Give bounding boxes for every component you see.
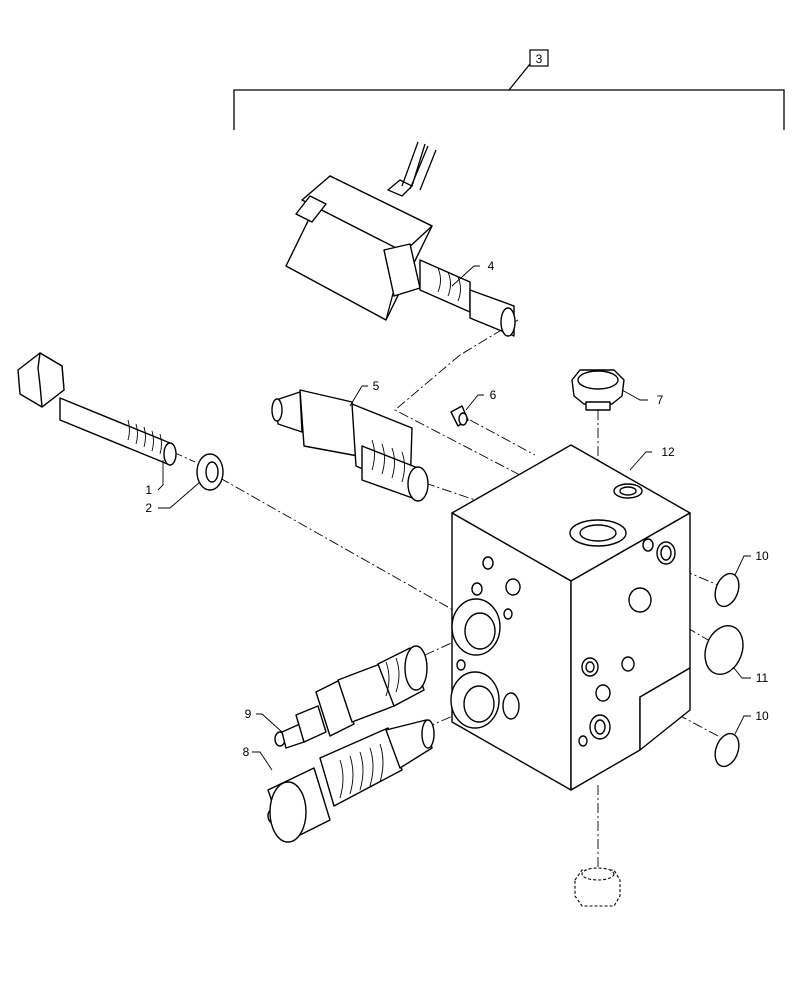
leader-lines: [157, 265, 751, 771]
callout-10-upper-label: 10: [755, 549, 769, 563]
callout-2-label: 2: [145, 501, 152, 515]
callout-7-label: 7: [657, 393, 664, 407]
callout-5[interactable]: 5: [373, 379, 380, 393]
callout-4-label: 4: [488, 259, 495, 273]
callout-6[interactable]: 6: [490, 388, 497, 402]
callout-4[interactable]: 4: [488, 259, 495, 273]
bottom-plug[interactable]: [574, 867, 621, 907]
o-ring-11[interactable]: [699, 620, 750, 679]
callout-10-lower[interactable]: 10: [755, 709, 769, 723]
o-ring-10-lower[interactable]: [711, 730, 743, 769]
callout-10-lower-label: 10: [755, 709, 769, 723]
callout-3-label: 3: [536, 52, 543, 66]
callout-6-label: 6: [490, 388, 497, 402]
callout-8[interactable]: 8: [243, 745, 250, 759]
solenoid-coil[interactable]: [285, 141, 516, 337]
valve-block[interactable]: [450, 444, 691, 791]
callout-1-label: 1: [145, 483, 152, 497]
callout-5-label: 5: [373, 379, 380, 393]
callout-8-label: 8: [243, 745, 250, 759]
callout-11[interactable]: 11: [756, 671, 769, 685]
cartridge-valve-9[interactable]: [274, 645, 428, 749]
callout-1[interactable]: 1: [145, 483, 152, 497]
cartridge-valve-5[interactable]: [271, 389, 429, 502]
bolt[interactable]: [17, 352, 177, 466]
callout-3[interactable]: 3: [529, 49, 549, 67]
o-ring-10-upper[interactable]: [711, 570, 743, 609]
relief-valve[interactable]: [267, 719, 435, 843]
callout-12[interactable]: 12: [661, 445, 675, 459]
callout-12-label: 12: [661, 445, 675, 459]
top-plug[interactable]: [571, 369, 625, 411]
callout-2[interactable]: 2: [145, 501, 152, 515]
callout-9[interactable]: 9: [245, 707, 252, 721]
callout-10-upper[interactable]: 10: [755, 549, 769, 563]
small-plug[interactable]: [450, 405, 469, 427]
washer[interactable]: [196, 453, 224, 491]
callout-9-label: 9: [245, 707, 252, 721]
callout-7[interactable]: 7: [657, 393, 664, 407]
callout-11-label: 11: [756, 671, 769, 685]
assembly-bracket: [233, 63, 785, 130]
